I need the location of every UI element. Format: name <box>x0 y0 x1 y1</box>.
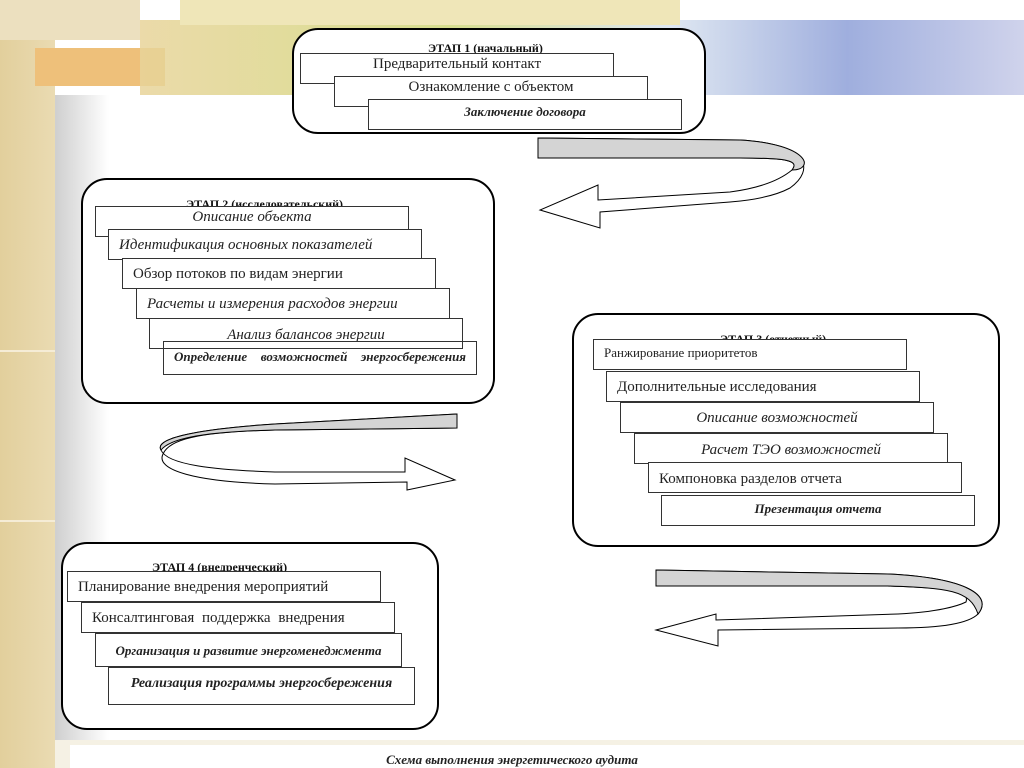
stage-2-item: Расчеты и измерения расходов энергии <box>136 288 450 319</box>
stage-4-item-text: Реализация программы энергосбережения <box>130 676 393 691</box>
stage-1-title: ЭТАП 1 (начальный) <box>428 41 543 55</box>
stage-4-item: Организация и развитие энергоменеджмента <box>95 633 402 667</box>
stage-3-item: Презентация отчета <box>661 495 975 526</box>
stage-2-item: Определение возможностей энергосбережени… <box>163 341 477 375</box>
stage-3-item: Описание возможностей <box>620 402 934 433</box>
stage-4-item: Реализация программы энергосбережения <box>108 667 415 705</box>
stage-3-item: Ранжирование приоритетов <box>593 339 907 370</box>
flow-arrow-1-2 <box>537 137 805 229</box>
stage-2-item: Анализ балансов энергии <box>149 318 463 349</box>
stage-2-item-text: Определение возможностей энергосбережени… <box>174 349 466 364</box>
stage-2-item: Обзор потоков по видам энергии <box>122 258 436 289</box>
stage-4-item: Консалтинговая поддержка внедрения <box>81 602 395 633</box>
stage-4-title: ЭТАП 4 (внедренческий) <box>152 560 288 574</box>
stage-2-item: Идентификация основных показателей <box>108 229 422 260</box>
stage-4-item-text: Организация и развитие энергоменеджмента <box>115 643 382 658</box>
stage-3-item: Компоновка разделов отчета <box>648 462 962 493</box>
stage-3-item: Дополнительные исследования <box>606 371 920 402</box>
flow-arrow-2-3 <box>159 413 458 491</box>
diagram-caption: Схема выполнения энергетического аудита <box>386 752 638 767</box>
stage-3-item: Расчет ТЭО возможностей <box>634 433 948 464</box>
stage-1-item: Заключение договора <box>368 99 682 130</box>
flow-arrow-3-4 <box>654 569 983 647</box>
stage-4-item: Планирование внедрения мероприятий <box>67 571 381 602</box>
